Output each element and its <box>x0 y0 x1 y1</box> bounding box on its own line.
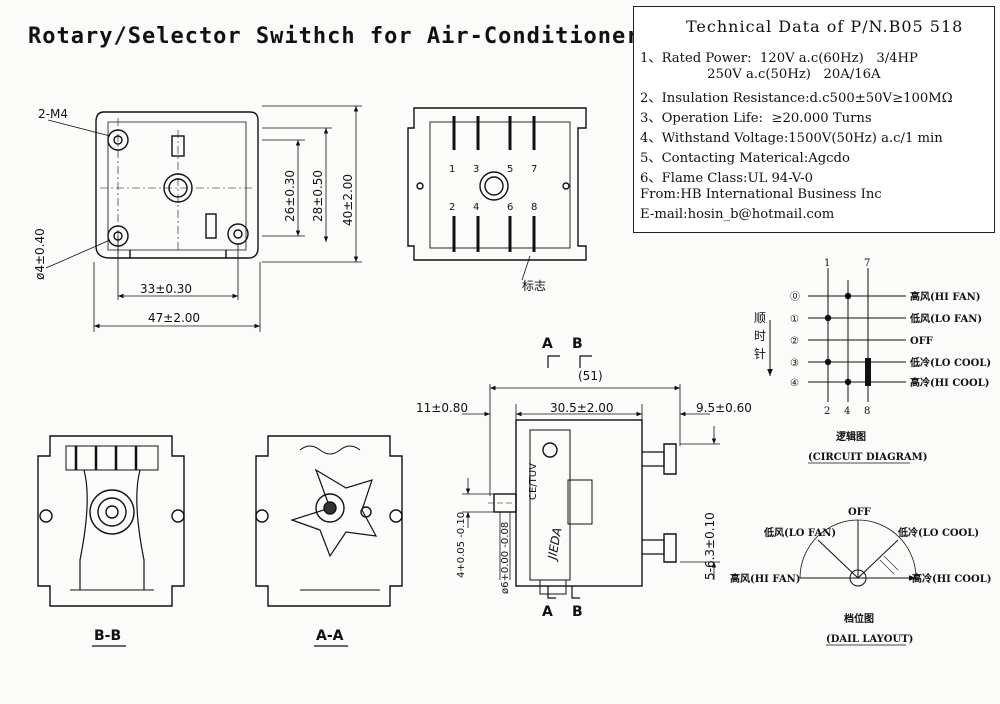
dim-shaft-flat: 4+0.05 -0.10 <box>456 512 467 578</box>
circuit-bottom-2: 2 <box>824 406 830 417</box>
rotation-label: 顺 <box>754 311 766 325</box>
dial-lo-fan: 低风(LO FAN) <box>763 526 836 539</box>
dim-26: 26±0.30 <box>283 170 297 222</box>
dim-tab-width: 5-6.3±0.10 <box>703 512 717 580</box>
dim-9-5: 9.5±0.60 <box>696 401 752 415</box>
spec-line: 2、Insulation Resistance:d.c500±50V≥100MΩ <box>640 91 953 106</box>
terminal-3: 3 <box>473 164 479 175</box>
dim-28: 28±0.50 <box>311 170 325 222</box>
dim-30-5: 30.5±2.00 <box>550 401 614 415</box>
terminal-7: 7 <box>531 164 537 175</box>
spec-line: 5、Contacting Materical:Agcdo <box>640 151 850 166</box>
state-lo-fan: 低风(LO FAN) <box>909 312 982 325</box>
dim-11: 11±0.80 <box>416 401 468 415</box>
cut-b-bottom: B <box>572 604 583 620</box>
technical-data-box: Technical Data of P/N.B05 518 1、Rated Po… <box>633 6 995 233</box>
circuit-top-1: 1 <box>824 258 830 269</box>
state-off: OFF <box>910 336 933 347</box>
circuit-bottom-4: 4 <box>844 406 850 417</box>
terminal-view <box>407 107 587 281</box>
cut-a-bottom: A <box>542 604 553 620</box>
circuit-title-cn: 逻辑图 <box>836 430 866 443</box>
spec-line: 1、Rated Power: 120V a.c(60Hz) 3/4HP <box>640 51 918 66</box>
position-4: ④ <box>790 378 799 389</box>
dim-40: 40±2.00 <box>341 174 355 226</box>
spec-heading: Technical Data of P/N.B05 518 <box>686 17 964 36</box>
cut-b-top: B <box>572 336 583 352</box>
terminal-2: 2 <box>449 202 455 213</box>
drawing-title: Rotary/Selector Swithch for Air-Conditio… <box>28 24 684 49</box>
cut-a-top: A <box>542 336 553 352</box>
state-hi-cool: 高冷(HI COOL) <box>910 376 989 389</box>
spec-line: From:HB International Business Inc <box>640 187 882 202</box>
spec-line: 250V a.c(50Hz) 20A/16A <box>640 67 881 82</box>
dial-layout <box>799 519 917 587</box>
state-hi-fan: 高风(HI FAN) <box>910 290 980 303</box>
spec-line: E-mail:hosin_b@hotmail.com <box>640 207 835 222</box>
circuit-title-en: (CIRCUIT DIAGRAM) <box>808 452 927 463</box>
spec-line: 3、Operation Life: ≥20.000 Turns <box>640 111 872 126</box>
position-1: ① <box>790 314 799 325</box>
section-bb-view <box>37 435 185 607</box>
terminal-5: 5 <box>507 164 513 175</box>
dial-hi-fan: 高风(HI FAN) <box>730 572 800 585</box>
dim-shaft-dia: ø6+0.00 -0.08 <box>500 522 511 594</box>
state-lo-cool: 低冷(LO COOL) <box>909 356 991 369</box>
spec-line: 6、Flame Class:UL 94-V-0 <box>640 171 813 186</box>
dial-lo-cool: 低冷(LO COOL) <box>897 526 979 539</box>
dial-title-cn: 档位图 <box>843 612 874 625</box>
terminal-4: 4 <box>473 202 479 213</box>
position-3: ③ <box>790 358 799 369</box>
section-aa-view <box>255 435 403 607</box>
side-view <box>488 419 677 595</box>
section-aa-label: A-A <box>316 628 344 644</box>
dim-51: (51) <box>578 369 603 383</box>
spec-line: 4、Withstand Voltage:1500V(50Hz) a.c/1 mi… <box>640 131 943 146</box>
position-2: ② <box>790 336 799 347</box>
circuit-bottom-8: 8 <box>864 406 870 417</box>
dial-title-en: (DAIL LAYOUT) <box>826 634 913 645</box>
marker-label: 标志 <box>522 279 546 293</box>
dial-off: OFF <box>848 507 871 518</box>
section-bb-label: B-B <box>94 628 121 644</box>
dim-47: 47±2.00 <box>148 311 200 325</box>
front-view-dimensions <box>45 105 362 332</box>
front-view <box>95 111 259 262</box>
side-view-dimensions <box>462 355 720 599</box>
m4-thread-label: 2-M4 <box>38 107 68 121</box>
terminal-1: 1 <box>449 164 455 175</box>
dim-33: 33±0.30 <box>140 282 192 296</box>
terminal-6: 6 <box>507 202 513 213</box>
terminal-8: 8 <box>531 202 537 213</box>
dim-hole-dia: ø4±0.40 <box>33 228 47 280</box>
position-0: ⓪ <box>790 291 800 303</box>
cert-mark: CE/TUV <box>528 463 539 500</box>
circuit-contacts <box>824 292 871 386</box>
dial-hi-cool: 高冷(HI COOL) <box>912 572 991 585</box>
rotation-label: 针 <box>754 346 766 361</box>
brand-mark: JIEDA <box>545 526 565 562</box>
circuit-top-7: 7 <box>864 258 870 269</box>
rotation-label: 时 <box>754 329 766 343</box>
